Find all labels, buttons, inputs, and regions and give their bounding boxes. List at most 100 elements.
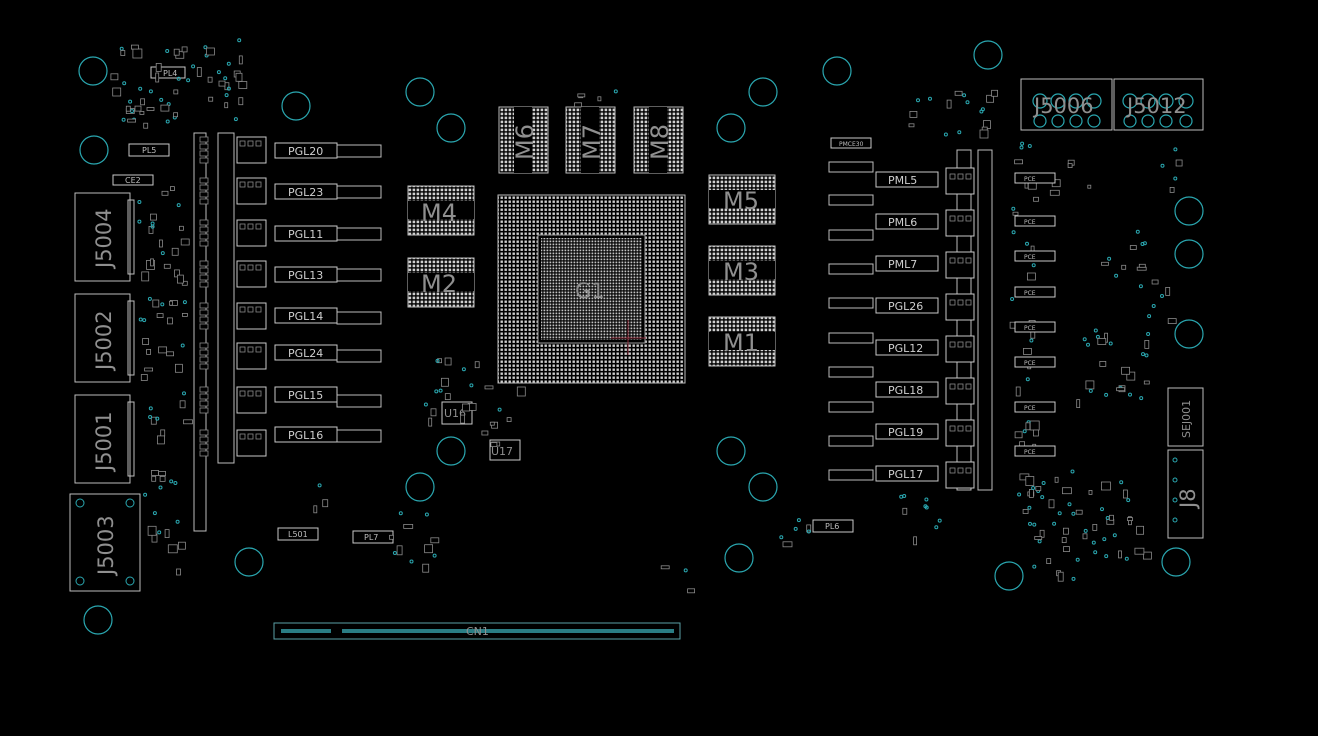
pce-capacitor-label: PCE [1024, 290, 1036, 297]
via [165, 119, 170, 124]
via [1017, 492, 1022, 497]
part-pmce30-label: PMCE30 [839, 141, 864, 148]
inductor-pgl12-label: PGL12 [888, 342, 923, 355]
via [1067, 502, 1072, 507]
via [165, 49, 170, 53]
smd-pad [174, 363, 183, 373]
smd-pad [430, 408, 437, 417]
via [203, 45, 208, 50]
smd-pad [199, 349, 209, 356]
part-pl7-label: PL7 [364, 533, 378, 542]
inductor-pgl19-label: PGL19 [888, 426, 923, 439]
smd-pad [949, 215, 956, 222]
smd-pad [199, 274, 209, 281]
smd-pad [949, 425, 956, 432]
via [1071, 576, 1076, 581]
smd-pad [1027, 272, 1036, 281]
via [1135, 229, 1140, 234]
via [1139, 396, 1144, 401]
smd-pad [965, 173, 972, 180]
smd-pad [199, 386, 209, 393]
smd-pad [489, 421, 495, 426]
smd-pad [199, 363, 209, 370]
memory-m1-label: M1 [723, 329, 759, 357]
connector-j5003: J5003 [69, 493, 141, 592]
pce-capacitor [1014, 286, 1056, 298]
via [409, 559, 414, 564]
via [147, 296, 152, 301]
via [435, 358, 440, 363]
memory-m7: M7 [565, 106, 616, 174]
via [226, 61, 231, 66]
smd-pad [913, 536, 917, 546]
smd-pad [199, 302, 209, 309]
via [1146, 332, 1151, 336]
smd-pad [1082, 533, 1088, 540]
smd-pad [239, 306, 246, 313]
via [1100, 507, 1104, 512]
smd-pad [481, 430, 489, 436]
smd-pad [199, 281, 209, 288]
smd-pad [239, 390, 246, 397]
inductor-pml7-label: PML7 [888, 258, 917, 271]
smd-pad [597, 96, 602, 102]
via [806, 529, 811, 534]
smd-pad [1075, 509, 1083, 515]
smd-pad [577, 93, 586, 98]
via [143, 492, 148, 497]
connector-cn1: CN1 [273, 622, 681, 640]
via [1105, 516, 1110, 520]
via [957, 130, 962, 135]
smd-pad [965, 257, 972, 264]
via [1057, 511, 1062, 516]
smd-pad [139, 111, 145, 115]
smd-pad [134, 105, 142, 112]
pce-capacitor-label: PCE [1024, 325, 1036, 332]
smd-pad [957, 383, 964, 390]
inductor-pgl15-label: PGL15 [288, 389, 323, 402]
via [1173, 147, 1178, 152]
inductor-pml5-label: PML5 [888, 174, 917, 187]
connector-j8: J8 [1167, 449, 1204, 539]
via [1160, 163, 1165, 168]
smd-pad [247, 181, 254, 188]
smd-pad [1101, 481, 1111, 491]
smd-pad [1014, 431, 1023, 439]
smd-pad [1134, 547, 1145, 555]
via [150, 221, 155, 226]
smd-pad [313, 505, 318, 514]
smd-pad [1025, 476, 1035, 486]
smd-pad [949, 383, 956, 390]
via [182, 391, 186, 396]
part-pl4: PL4 [150, 66, 186, 79]
memory-m7-label: M7 [578, 124, 606, 160]
smd-pad [199, 157, 209, 164]
inductor-pgl26-label: PGL26 [888, 300, 923, 313]
via [157, 530, 162, 535]
part-pl4-label: PL4 [163, 69, 177, 78]
smd-pad [965, 299, 972, 306]
smd-pad [235, 72, 243, 82]
part-ce2-label: CE2 [125, 176, 141, 185]
via [1020, 141, 1025, 146]
via [237, 38, 242, 43]
smd-pad [167, 544, 178, 554]
connector-j5001: J5001 [74, 394, 135, 484]
smd-pad [173, 112, 179, 118]
via [176, 203, 181, 208]
connector-j5012-label: J5012 [1125, 94, 1187, 118]
smd-pad [167, 317, 173, 325]
smd-pad [1143, 380, 1150, 385]
smd-pad [991, 89, 998, 97]
smd-pad [908, 123, 915, 128]
inductor-pgl17: PGL17 [828, 401, 975, 489]
pce-capacitor-label: PCE [1024, 219, 1036, 226]
via [1070, 469, 1075, 474]
smd-pad [199, 233, 209, 240]
smd-pad [660, 565, 670, 570]
smd-pad [965, 425, 972, 432]
via [1027, 505, 1032, 510]
memory-m4: M4 [407, 185, 475, 236]
via [175, 519, 180, 524]
